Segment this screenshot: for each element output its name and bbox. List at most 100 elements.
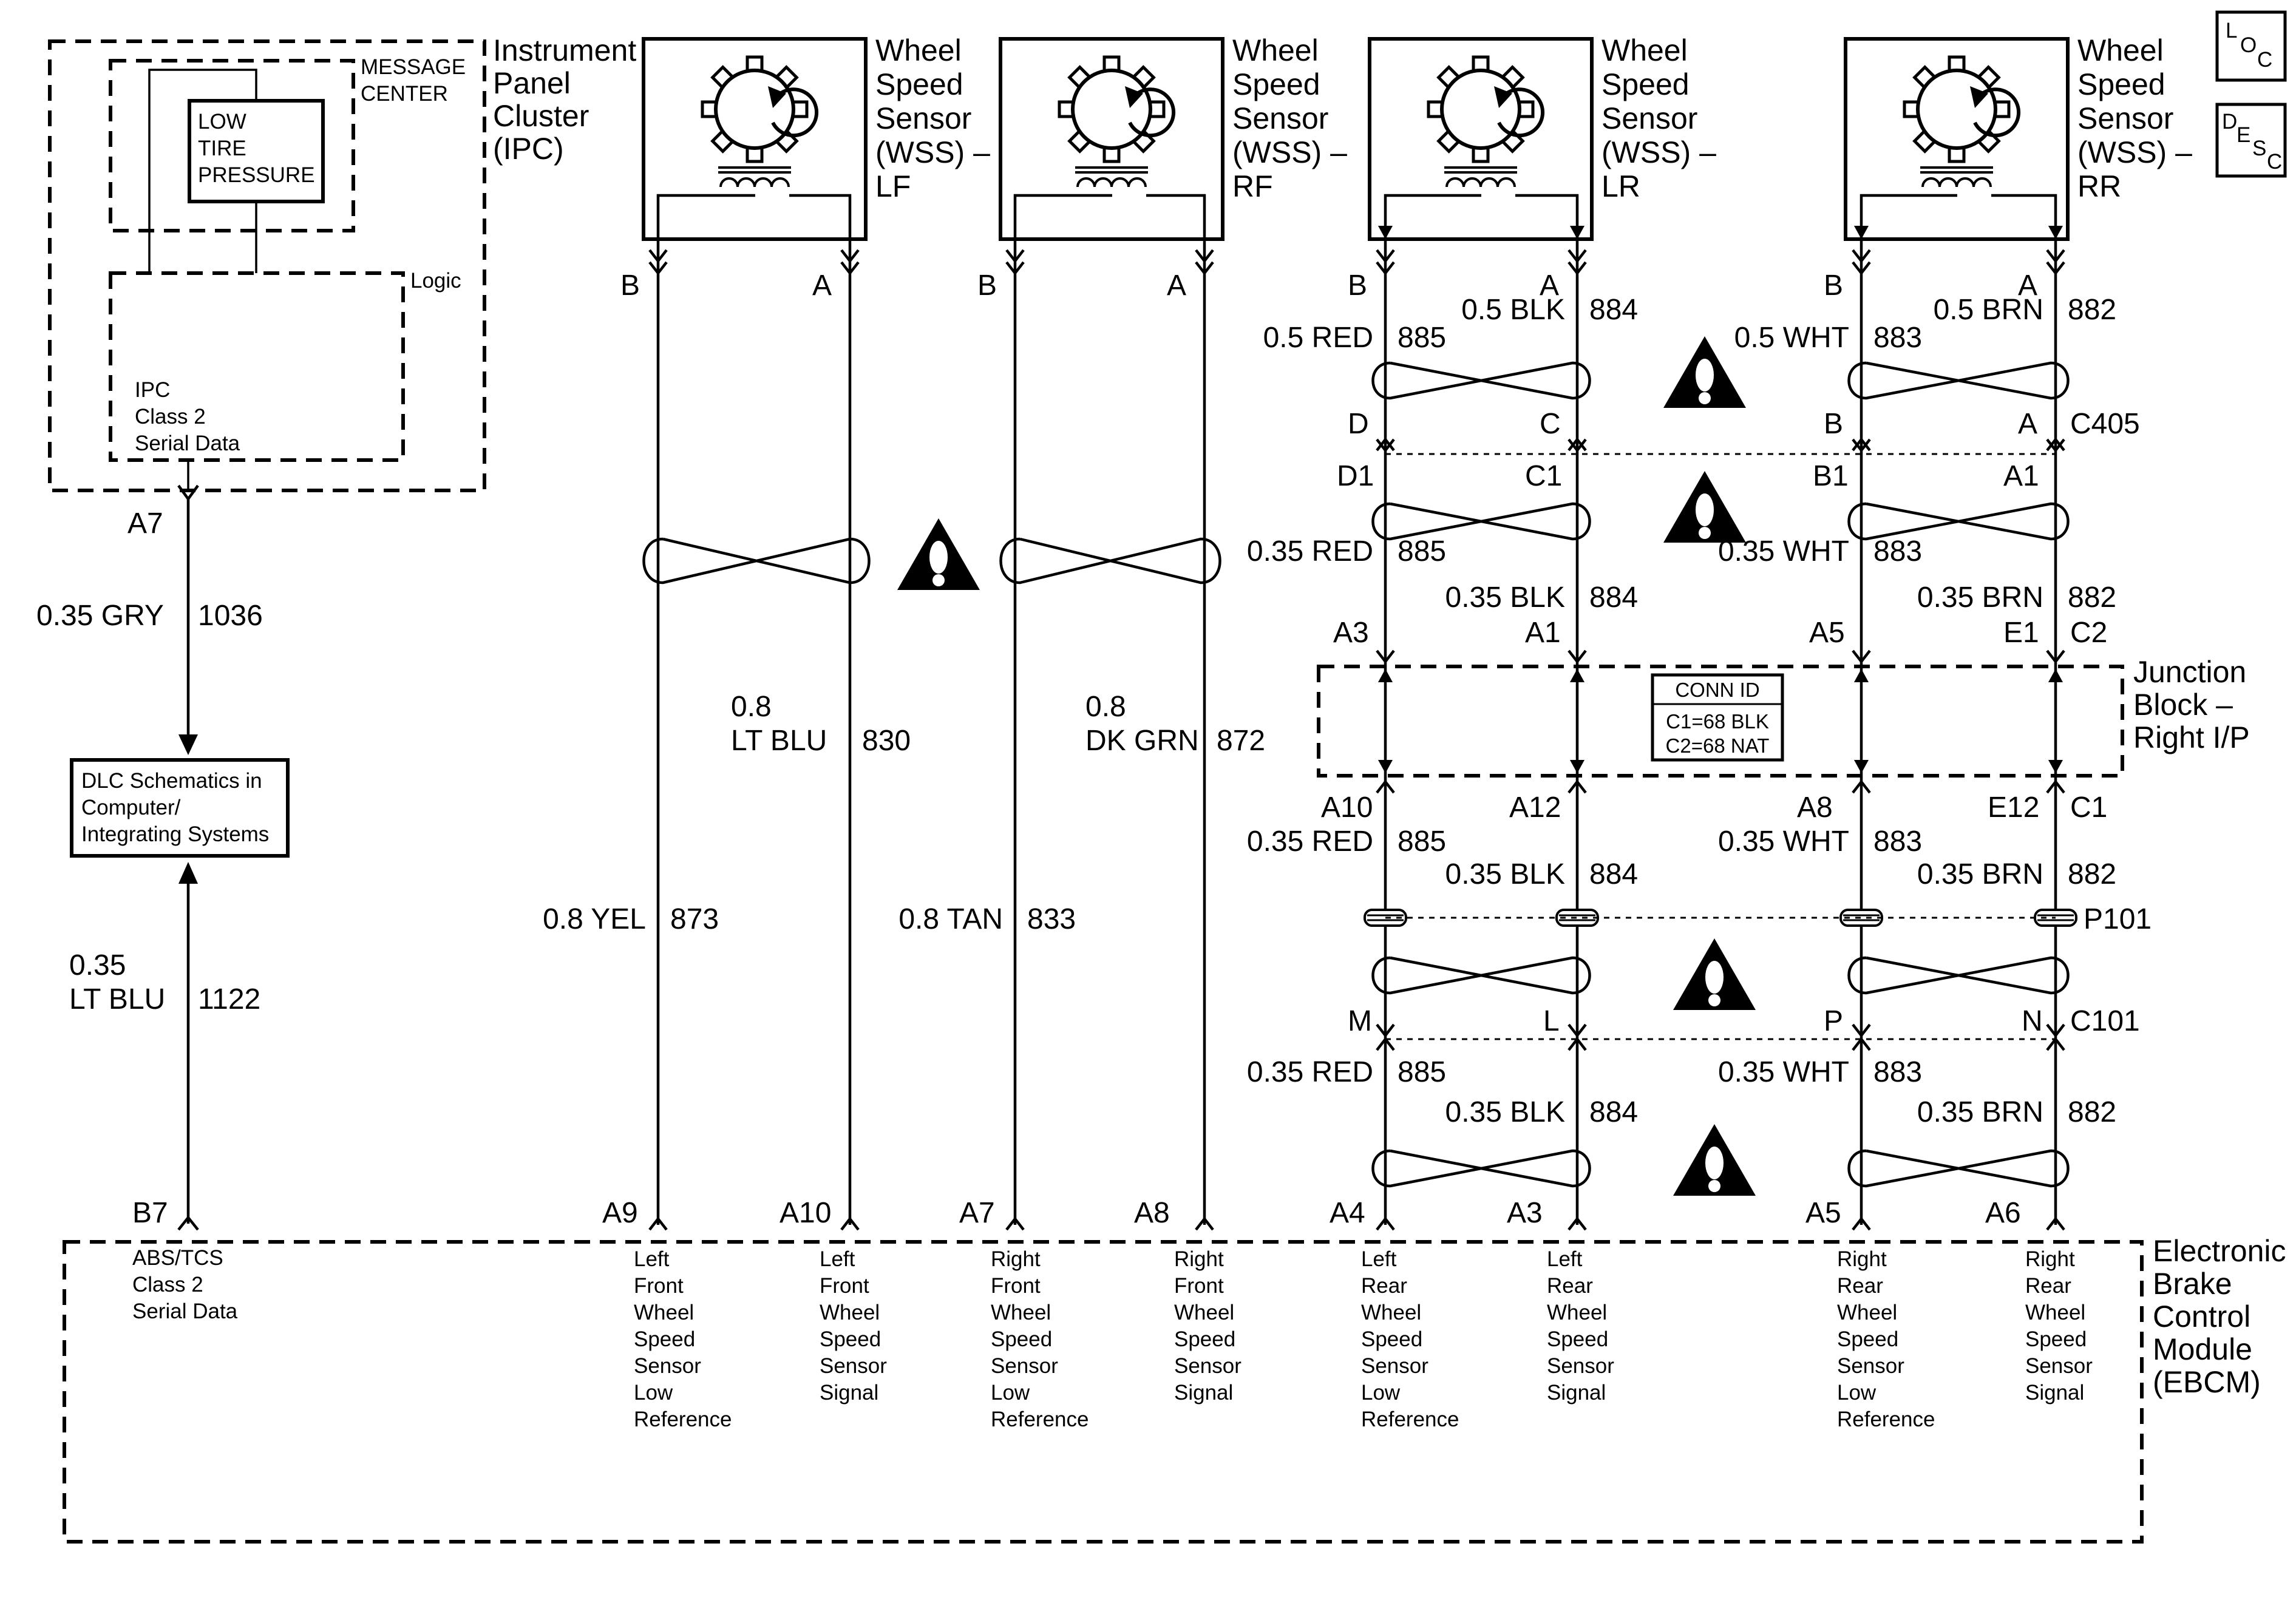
ebcm-desc-a-line: Wheel [1174,1301,1234,1324]
ebcm-pin-a: A8 [1134,1197,1170,1229]
desc-icon[interactable]: D E S C [2215,103,2287,178]
wire-b-size: 0.8 YEL [543,903,646,935]
pin-mark [648,1216,668,1231]
seg3-b-circuit: 883 [1873,825,1922,858]
svg-text:O: O [2240,33,2257,57]
caution-icon [1663,471,1746,543]
message-center-outline [109,59,355,232]
ebcm-pin-a: A6 [1985,1197,2021,1229]
seg4-b-circuit: 883 [1873,1056,1922,1088]
sensor-pin-b: B [1348,269,1367,302]
seg4-b-size: 0.35 RED [1247,1056,1373,1088]
wire-a-size-line1: 0.8 [731,691,772,723]
jb-top-pin: E1 [2003,617,2039,649]
arrow-down-icon [1378,760,1393,773]
wire-a-size: 0.5 BRN [1934,294,2043,326]
ebcm-desc-b-line: Left [634,1247,670,1271]
junction-block-outline [1317,665,2124,778]
wire-a-circuit: 884 [1589,294,1638,326]
c101-pin: M [1348,1005,1372,1037]
svg-text:S: S [2252,137,2266,160]
sensor-title-line: Wheel [1232,33,1319,67]
seg4-b-size: 0.35 WHT [1718,1056,1849,1088]
ebcm-desc-b-line: Speed [634,1327,695,1351]
svg-text:L: L [2226,19,2237,42]
pin-mark [2046,438,2065,453]
message-center-line: MESSAGE [361,55,466,79]
ebcm-desc-a-line: Speed [1547,1327,1608,1351]
harness-pin: C1 [1525,460,1562,492]
ebcm-desc-b-line: Reference [1837,1408,1935,1431]
sensor-title-line: Sensor [875,101,971,135]
sensor-pin-a: A [1167,269,1186,302]
pin-mark [1852,437,1871,452]
arrow-down-icon [1854,760,1869,773]
wire-b-size: 0.5 RED [1263,322,1373,354]
sensor-title-line: Sensor [1601,101,1697,135]
seg2-a-size: 0.35 BLK [1445,581,1565,614]
pin-mark [1567,1037,1587,1051]
pin-mark [840,1216,860,1231]
dlc-line: Computer/ [81,796,181,819]
ipc-name-line: Panel [493,66,571,100]
ebcm-desc-b-line: Speed [1361,1327,1422,1351]
ebcm-name-line: Electronic [2153,1234,2286,1268]
sensor-wheel-icon [701,55,819,163]
low-tire-pressure-line: PRESSURE [198,163,315,187]
ebcm-desc-a-line: Signal [1174,1381,1233,1405]
jb-top-pin: A3 [1333,617,1369,649]
seg3-b-size: 0.35 WHT [1718,825,1849,858]
conn-id-c1: C1=68 BLK [1666,710,1769,733]
pin-mark [2046,1216,2065,1231]
ipc-class2-line: IPC [135,378,170,402]
ebcm-desc-b-line: Sensor [991,1354,1058,1378]
c405-pin: A [2018,408,2037,440]
sensor-lead-a [1146,194,1206,240]
caution-icon [1673,1124,1756,1196]
sensor-title-line: LF [875,169,911,203]
wire-b-circuit: 873 [670,903,719,935]
conn-id-box [1651,673,1784,762]
ebcm-name-line: Brake [2153,1267,2232,1301]
ebcm-class2-line: Class 2 [132,1273,203,1296]
pin-mark [1376,649,1395,664]
caution-icon [897,518,980,590]
pin-mark [1195,1216,1214,1231]
ebcm-desc-a-line: Sensor [820,1354,887,1378]
ebcm-desc-a-line: Sensor [1547,1354,1614,1378]
ebcm-pin-a: A10 [779,1197,831,1229]
ebcm-desc-b-line: Low [634,1381,673,1405]
c101-pin: N [2022,1005,2043,1037]
jb-bottom-pin: A10 [1321,791,1373,824]
arrow-down-icon [1570,760,1584,773]
sensor-lead-b [1860,194,1957,240]
arrow-up-icon [178,862,198,884]
ebcm-pin-b: A9 [602,1197,638,1229]
dlc-line: Integrating Systems [81,822,269,846]
arrow-down-icon [1570,226,1584,239]
pin-mark [1852,1037,1871,1051]
ebcm-desc-b-line: Low [1361,1381,1401,1405]
ebcm-desc-a-line: Left [1547,1247,1583,1271]
dlc-box[interactable] [70,758,290,858]
logic-outline [109,271,405,462]
ebcm-desc-a-line: Left [820,1247,855,1271]
pin-b7-mark [177,1215,199,1231]
seg3-b-size: 0.35 RED [1247,825,1373,858]
ebcm-desc-b-line: Wheel [634,1301,694,1324]
seg4-a-circuit: 882 [2068,1096,2116,1128]
pin-mark [1852,1216,1871,1231]
loc-icon[interactable]: L O C [2215,10,2287,82]
connector-c1: C1 [2070,791,2107,824]
rf-twist [999,537,1221,585]
pin-mark [1567,1023,1587,1038]
ebcm-class2-line: ABS/TCS [132,1246,223,1270]
arrow-down-icon [1378,226,1393,239]
ebcm-pin-a: A3 [1507,1197,1543,1229]
ebcm-desc-b-line: Sensor [1837,1354,1904,1378]
